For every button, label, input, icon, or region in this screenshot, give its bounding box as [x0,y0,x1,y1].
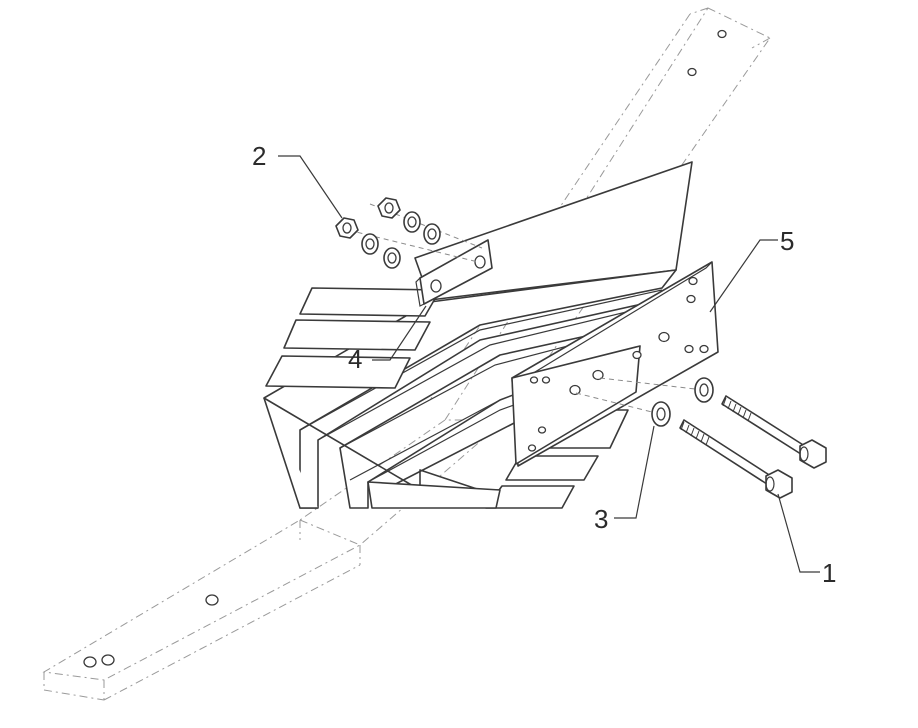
callout-3: 3 [594,504,608,534]
clamp-bar-hole [474,255,486,269]
washer [423,223,441,245]
plate-hole [658,331,670,343]
mounting-plate [511,261,719,467]
rail-hole [687,67,697,77]
plate-hole [688,276,698,286]
plate-hole [632,350,642,360]
callout-1: 1 [822,558,836,588]
plate-hole [529,376,539,384]
callout-2: 2 [252,141,266,171]
plate-hole [569,384,581,396]
rail-hole [205,594,219,606]
leader-1 [777,493,820,573]
washer [403,211,421,233]
plate-hole [684,344,694,354]
washer [383,247,401,269]
rail-hole [83,656,97,668]
stripe [505,455,599,481]
clamp-bar [415,239,493,307]
hex-bolt-upper [721,395,827,469]
plate-hole [592,369,604,381]
hex-nut [335,217,359,239]
stripe [283,319,431,351]
washer [361,233,379,255]
washer [651,401,671,427]
leader-5 [709,239,778,313]
plate-hole [537,426,547,434]
plate-hole [686,294,696,304]
hex-nut [377,197,401,219]
leader-4 [372,305,427,361]
plate-hole [699,344,709,354]
hex-bolt-lower [679,419,793,499]
nuts-and-washers [335,197,483,269]
callout-4: 4 [348,344,362,374]
callout-5: 5 [780,226,794,256]
callouts: 2 4 5 3 1 [252,141,836,588]
flat-washers [575,377,714,427]
plate-hole [541,376,551,384]
leader-lines [278,155,820,573]
leader-2 [278,155,343,219]
clamp-bar-hole [430,279,442,293]
rail-hole [101,654,115,666]
stripe [299,287,441,317]
stripe [265,355,411,389]
leader-3 [614,425,655,519]
washer [694,377,714,403]
plate-hole [527,444,537,452]
rail-hole [717,29,727,39]
